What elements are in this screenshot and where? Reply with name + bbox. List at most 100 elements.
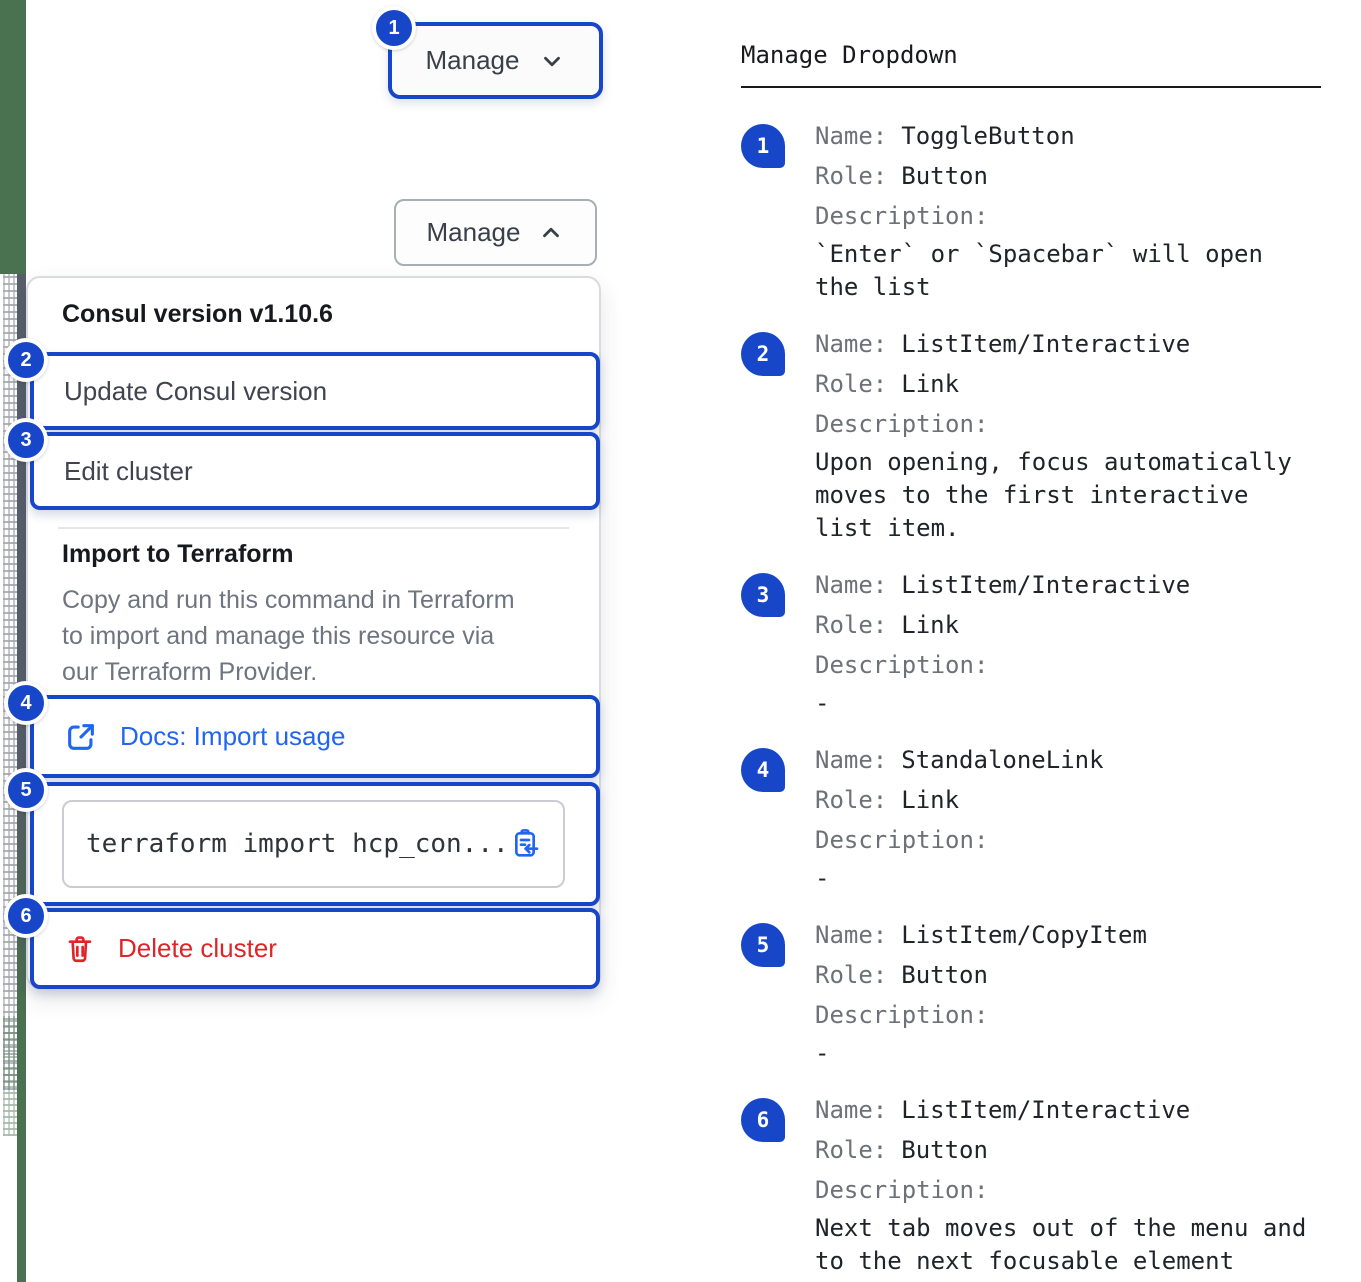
name-value: StandaloneLink bbox=[901, 746, 1104, 774]
name-label: Name: bbox=[815, 571, 888, 599]
doc-badge-6: 6 bbox=[741, 1098, 785, 1142]
description-line: the list bbox=[815, 273, 931, 301]
screenshot-edge-bottom bbox=[17, 1016, 26, 1282]
doc-entry-4: 4 Name:StandaloneLink Role:Link Descript… bbox=[741, 740, 1331, 895]
doc-entry-1: 1 Name: ToggleButton Role: Button Descript… bbox=[741, 116, 1331, 304]
name-label: Name: bbox=[815, 746, 888, 774]
doc-badge-1: 1 bbox=[741, 124, 785, 168]
annotation-badge-6: 6 bbox=[4, 894, 48, 938]
delete-cluster-label: Delete cluster bbox=[118, 933, 277, 963]
name-value: ListItem/CopyItem bbox=[901, 921, 1147, 949]
description-line: Next tab moves out of the menu and bbox=[815, 1214, 1307, 1242]
import-section-title: Import to Terraform bbox=[62, 540, 294, 568]
import-description-line: to import and manage this resource via bbox=[62, 622, 495, 650]
screenshot-edge-middle bbox=[17, 274, 26, 1016]
name-label: Name: bbox=[815, 122, 888, 150]
badge-number: 1 bbox=[388, 16, 400, 39]
role-value: Link bbox=[901, 370, 960, 398]
badge-number: 2 bbox=[756, 342, 770, 366]
doc-entry-3: 3 Name: ListItem/Interactive Role: Link De… bbox=[741, 565, 1331, 720]
badge-number: 5 bbox=[756, 933, 770, 957]
menu-item-label: Edit cluster bbox=[64, 455, 193, 486]
trash-icon bbox=[64, 933, 96, 965]
role-value: Link bbox=[901, 611, 960, 639]
annotation-badge-1: 1 bbox=[372, 6, 416, 50]
docs-link-label: Docs: Import usage bbox=[120, 721, 346, 751]
role-value: Button bbox=[901, 1136, 988, 1164]
chevron-down-icon bbox=[539, 48, 565, 74]
annotation-badge-5: 5 bbox=[4, 768, 48, 812]
doc-entry-6: 6 Name:ListItem/Interactive Role:Button … bbox=[741, 1090, 1331, 1278]
role-label: Role: bbox=[815, 611, 888, 639]
menu-item-copy-terraform-command[interactable]: terraform import hcp_con... bbox=[30, 782, 600, 906]
name-label: Name: bbox=[815, 1096, 888, 1124]
badge-number: 4 bbox=[756, 758, 770, 782]
description-label: Description: bbox=[815, 1176, 989, 1204]
badge-number: 3 bbox=[20, 428, 32, 451]
annotation-badge-4: 4 bbox=[4, 681, 48, 725]
description-line: Upon opening, focus automatically bbox=[815, 448, 1292, 476]
menu-item-edit-cluster[interactable]: Edit cluster bbox=[30, 432, 600, 510]
manage-button-label: Manage bbox=[425, 45, 520, 75]
doc-entry-5: 5 Name:ListItem/CopyItem Role:Button Des… bbox=[741, 915, 1331, 1070]
doc-heading-rule bbox=[741, 86, 1321, 88]
clipboard-copy-icon[interactable] bbox=[509, 828, 541, 860]
badge-number: 6 bbox=[20, 904, 32, 927]
screenshot-edge-noise-lower bbox=[3, 1016, 18, 1136]
badge-number: 4 bbox=[20, 691, 32, 714]
doc-entry-2: 2 Name: ListItem/Interactive Role: Link De… bbox=[741, 324, 1331, 545]
description-label: Description: bbox=[815, 651, 989, 679]
role-label: Role: bbox=[815, 961, 888, 989]
screenshot-edge-top bbox=[0, 0, 26, 274]
role-label: Role: bbox=[815, 370, 888, 398]
role-label: Role: bbox=[815, 1136, 888, 1164]
badge-number: 5 bbox=[20, 778, 32, 801]
doc-badge-5: 5 bbox=[741, 923, 785, 967]
description-line: `Enter` or `Spacebar` will open bbox=[815, 240, 1263, 268]
menu-item-delete-cluster[interactable]: Delete cluster bbox=[30, 908, 600, 989]
description-label: Description: bbox=[815, 202, 989, 230]
manage-toggle-button-collapsed[interactable]: Manage bbox=[388, 22, 603, 99]
annotation-badge-3: 3 bbox=[4, 418, 48, 462]
import-description-line: Copy and run this command in Terraform bbox=[62, 586, 515, 614]
screenshot-edge-noise bbox=[3, 274, 18, 1090]
description-line: - bbox=[815, 1039, 830, 1067]
badge-number: 1 bbox=[756, 134, 770, 158]
role-value: Button bbox=[901, 162, 988, 190]
description-label: Description: bbox=[815, 826, 989, 854]
description-line: list item. bbox=[815, 514, 960, 542]
terraform-command-text: terraform import hcp_con... bbox=[86, 829, 509, 859]
name-value: ListItem/Interactive bbox=[901, 1096, 1191, 1124]
consul-version-header: Consul version v1.10.6 bbox=[62, 300, 333, 328]
annotation-badge-2: 2 bbox=[4, 338, 48, 382]
description-line: to the next focusable element bbox=[815, 1247, 1235, 1275]
doc-badge-3: 3 bbox=[741, 573, 785, 617]
description-label: Description: bbox=[815, 410, 989, 438]
doc-badge-2: 2 bbox=[741, 332, 785, 376]
role-label: Role: bbox=[815, 786, 888, 814]
manage-button-label: Manage bbox=[426, 217, 521, 247]
import-section-description: Copy and run this command in Terraform t… bbox=[62, 582, 515, 690]
name-value: ToggleButton bbox=[901, 122, 1075, 150]
menu-divider bbox=[58, 527, 569, 529]
role-value: Button bbox=[901, 961, 988, 989]
menu-item-update-consul-version[interactable]: Update Consul version bbox=[30, 352, 600, 430]
badge-number: 2 bbox=[20, 348, 32, 371]
badge-number: 3 bbox=[756, 583, 770, 607]
name-label: Name: bbox=[815, 330, 888, 358]
name-value: ListItem/Interactive bbox=[901, 330, 1191, 358]
external-link-icon bbox=[64, 720, 98, 754]
chevron-up-icon bbox=[538, 220, 564, 246]
description-line: - bbox=[815, 864, 830, 892]
manage-toggle-button-expanded[interactable]: Manage bbox=[394, 199, 597, 266]
annotation-doc-panel: Manage Dropdown 1 Name: ToggleButton Role… bbox=[741, 40, 1331, 1282]
role-label: Role: bbox=[815, 162, 888, 190]
description-line: - bbox=[815, 689, 830, 717]
description-label: Description: bbox=[815, 1001, 989, 1029]
menu-item-docs-import-usage[interactable]: Docs: Import usage bbox=[30, 695, 600, 778]
name-value: ListItem/Interactive bbox=[901, 571, 1191, 599]
doc-heading: Manage Dropdown bbox=[741, 41, 958, 69]
badge-number: 6 bbox=[756, 1108, 770, 1132]
terraform-command-field[interactable]: terraform import hcp_con... bbox=[62, 800, 565, 888]
